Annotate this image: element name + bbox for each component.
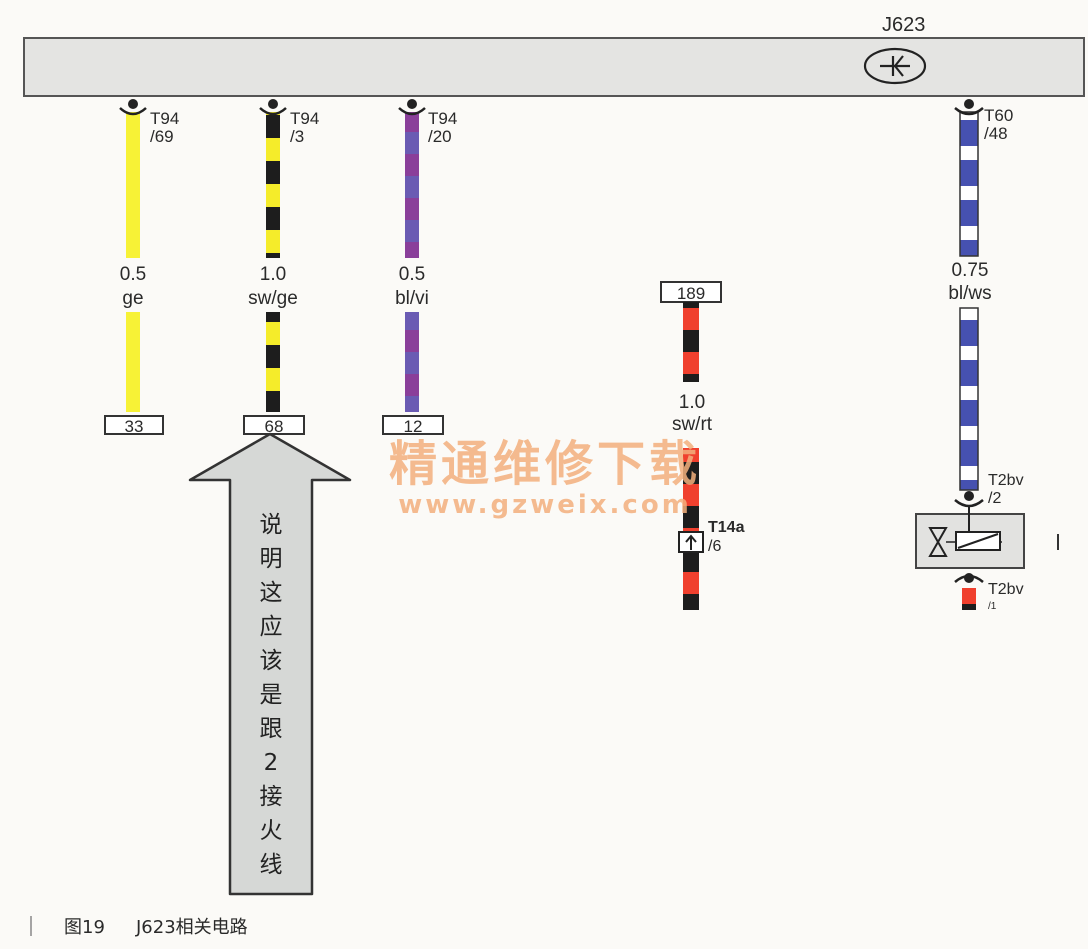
inline-connector-icon	[678, 531, 704, 553]
caption-figure: 图19	[64, 917, 105, 938]
wire-color-code: sw/ge	[248, 288, 298, 309]
wire-color-code: ge	[122, 288, 143, 309]
wire-pin: T94	[290, 109, 319, 128]
arrow-note-char: 说	[260, 512, 283, 538]
pin-dot-icon	[128, 99, 138, 109]
arrow-note-char: 跟	[260, 716, 283, 742]
wire-terminal: 68	[265, 417, 284, 436]
connector-name: T14a	[708, 519, 745, 536]
wire-sw-ge: T94 /3 1.0 sw/ge 68	[243, 99, 319, 436]
wire-pin-no: /69	[150, 127, 174, 146]
wire-gauge: 0.5	[399, 264, 425, 285]
wire-color-code: sw/rt	[672, 414, 713, 435]
connector-pin-no: /6	[708, 538, 721, 555]
arrow-note-char: 是	[260, 682, 283, 708]
watermark: 精通维修下载 www.gzweix.com	[389, 436, 701, 520]
wire-pin-no: /20	[428, 127, 452, 146]
wire-pin-no: /3	[290, 127, 304, 146]
arrow-note-char: 火	[260, 818, 283, 844]
wire-color-code: bl/vi	[395, 288, 429, 309]
valve-component: T2bv /2 T2bv /1	[915, 472, 1059, 612]
wire-terminal: 189	[677, 284, 705, 303]
wire-pin: T94	[428, 109, 457, 128]
connector-pin-no: /1	[988, 601, 997, 612]
arrow-note-char: 这	[260, 580, 283, 606]
solenoid-valve-icon	[928, 506, 1002, 557]
wire-pin: T60	[984, 106, 1013, 125]
figure-caption: 图19 J623相关电路	[30, 916, 248, 938]
up-arrow-icon	[188, 432, 352, 896]
arrow-note-char: 应	[260, 614, 283, 640]
wire-terminal: 33	[125, 417, 144, 436]
wire-terminal: 12	[404, 417, 423, 436]
pin-connector-icon	[119, 107, 147, 116]
connector-pin-no: /2	[988, 490, 1001, 507]
pin-connector-icon	[259, 107, 287, 116]
wire-pin: T94	[150, 109, 179, 128]
pin-dot-icon	[407, 99, 417, 109]
arrow-note-char: 明	[260, 546, 283, 572]
terminal-box	[382, 415, 444, 435]
wire-ge: T94 /69 0.5 ge 33	[104, 99, 179, 436]
pin-connector-icon	[954, 107, 984, 116]
terminal-box	[243, 415, 305, 435]
pin-dot-icon	[268, 99, 278, 109]
watermark-title: 精通维修下载	[389, 436, 701, 492]
pin-connector-icon	[398, 107, 426, 116]
pin-dot-icon	[964, 573, 974, 583]
pin-dot-icon	[964, 99, 974, 109]
terminal-box	[104, 415, 164, 435]
wire-gauge: 0.75	[952, 260, 989, 281]
module-symbol-icon	[863, 47, 927, 85]
module-j623: J623	[23, 14, 1085, 97]
wire-gauge: 0.5	[120, 264, 146, 285]
arrow-note-char: 该	[260, 648, 283, 674]
wire-bl-vi: T94 /20 0.5 bl/vi 12	[382, 99, 457, 436]
wire-gauge: 1.0	[260, 264, 286, 285]
wire-sw-rt: 189 1.0 sw/rt T14a /6	[660, 281, 745, 610]
connector-name: T2bv	[988, 472, 1024, 489]
caption-title: J623相关电路	[135, 917, 248, 938]
connector-name: T2bv	[988, 581, 1024, 598]
arrow-note-char: 2	[264, 750, 279, 776]
module-label: J623	[882, 14, 925, 36]
wire-bl-ws: T60 /48 0.75 bl/ws	[948, 99, 1013, 491]
wire-pin-no: /48	[984, 124, 1008, 143]
wire-gauge: 1.0	[679, 392, 705, 413]
arrow-note-char: 接	[260, 784, 283, 810]
wire-color-code: bl/ws	[948, 283, 991, 304]
arrow-note-char: 线	[260, 852, 283, 878]
watermark-url: www.gzweix.com	[398, 490, 692, 520]
pin-dot-icon	[964, 491, 974, 501]
